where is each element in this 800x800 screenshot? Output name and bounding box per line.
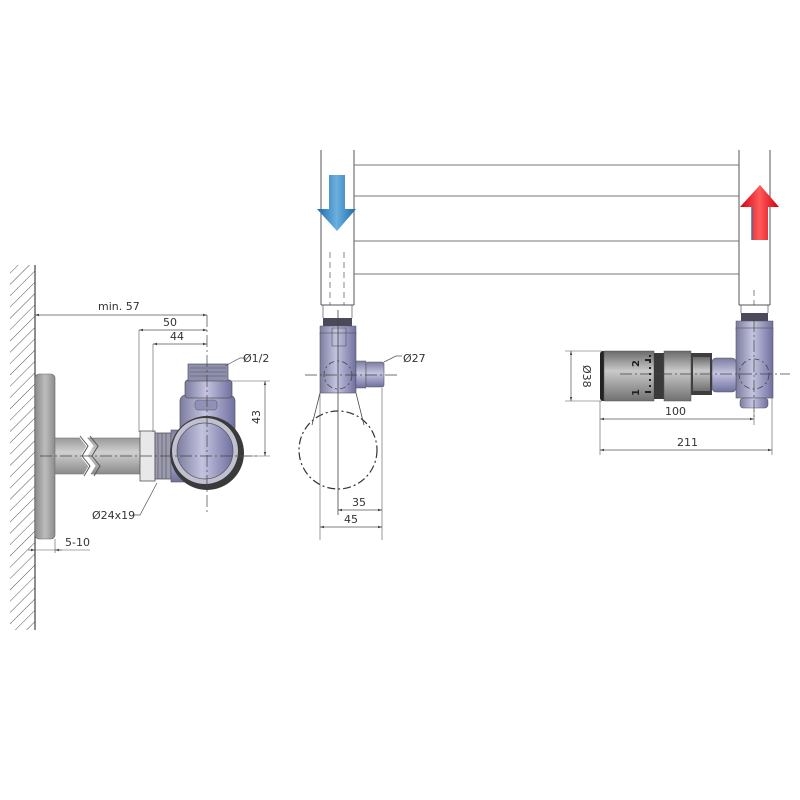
right-view: 2 1 Ø38 100 211: [565, 305, 790, 455]
valve-body-right: [735, 327, 774, 399]
dim-50: 50: [163, 316, 177, 329]
dim-211: 211: [677, 436, 698, 449]
middle-view: Ø27 35 45: [298, 305, 426, 540]
dial-label-1: 1: [631, 389, 642, 396]
dim-head-diameter: Ø38: [580, 365, 593, 388]
dim-45: 45: [344, 513, 358, 526]
dim-pipe-fitting: Ø24x19: [92, 509, 135, 522]
dim-thread: Ø1/2: [243, 352, 269, 365]
flow-out-arrow-icon: [740, 185, 779, 240]
thread-top: [323, 318, 352, 326]
dim-100: 100: [665, 405, 686, 418]
valve-cap: [176, 422, 234, 480]
flow-in-arrow-icon: [317, 175, 356, 231]
thread-connector: [187, 363, 229, 382]
wall-hatching: [10, 265, 35, 630]
dim-wall-gap: 5-10: [65, 536, 90, 549]
radiator-outline: [320, 150, 771, 306]
dial-label-2: 2: [631, 360, 642, 367]
side-cap: [365, 361, 385, 388]
dim-43: 43: [250, 410, 263, 424]
dim-35: 35: [352, 496, 366, 509]
dim-44: 44: [170, 330, 184, 343]
thermostatic-head: 2 1: [600, 350, 692, 402]
dim-min-57: min. 57: [98, 300, 140, 313]
left-view: min. 57 50 44 Ø1/2 43 Ø24x19 5-10: [10, 265, 270, 630]
wall-plate: [34, 373, 56, 540]
dim-cap-diameter: Ø27: [403, 352, 426, 365]
